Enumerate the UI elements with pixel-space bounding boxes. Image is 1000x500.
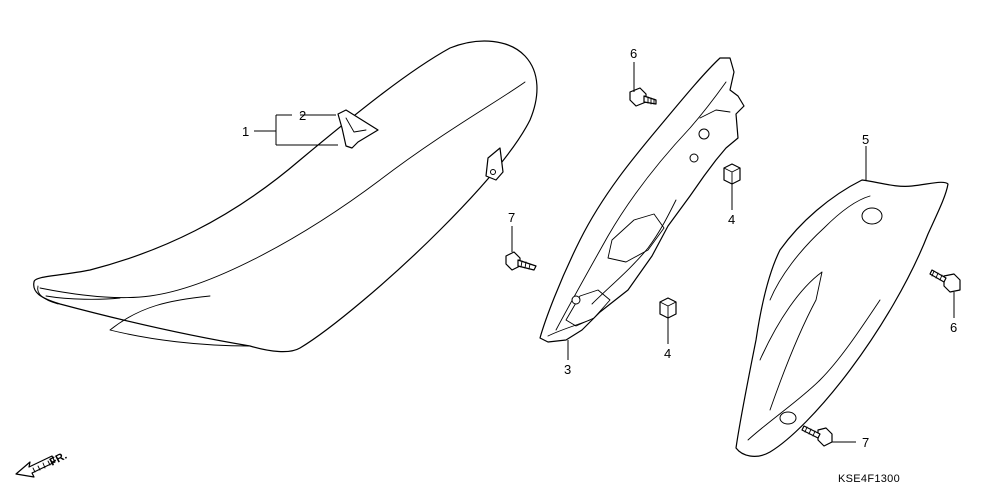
callout-1: 1 — [242, 124, 249, 139]
frame-cover-ridge — [555, 81, 727, 331]
callout-5: 5 — [862, 132, 869, 147]
frame-cover — [539, 57, 745, 343]
front-arrow-icon — [15, 455, 56, 478]
front-direction-indicator: FR. — [15, 450, 69, 478]
seat-assembly — [33, 40, 538, 353]
diagram-code: KSE4F1300 — [838, 473, 900, 485]
strap-inner — [345, 117, 367, 133]
callout-2: 2 — [299, 108, 306, 123]
callout-7-upper: 7 — [508, 210, 515, 225]
frame-cover-inner-1 — [591, 199, 677, 305]
frame-cover-hole-low — [571, 295, 581, 305]
frame-cover-inner-3 — [565, 289, 611, 327]
side-cover — [735, 179, 949, 457]
nut-upper — [723, 163, 741, 185]
side-cover-rib-1 — [769, 195, 871, 301]
seat-nose — [37, 285, 121, 305]
seat-side-edge — [39, 81, 526, 299]
seat-bracket-hole — [490, 169, 496, 175]
seat-outline — [33, 40, 538, 353]
seat-strap — [337, 109, 379, 149]
bolt-7-lower — [801, 425, 833, 447]
leader-lines — [254, 62, 955, 443]
side-cover-rib-3 — [747, 299, 881, 441]
side-cover-outline — [735, 179, 949, 457]
callout-6-lower: 6 — [950, 320, 957, 335]
frame-cover-hole-mid — [689, 153, 699, 163]
bolt-7-upper — [505, 251, 537, 271]
seat-side-curve — [109, 295, 251, 347]
frame-cover-outline — [539, 57, 745, 343]
strap-loop — [337, 109, 379, 149]
bolt-6-lower — [929, 269, 961, 293]
callout-4-upper: 4 — [728, 212, 735, 227]
bolt-6-upper — [629, 87, 657, 107]
side-cover-hole-top — [861, 207, 883, 225]
side-cover-rib-2 — [759, 271, 823, 411]
frame-cover-hole-top — [698, 128, 710, 140]
callout-7-lower: 7 — [862, 435, 869, 450]
front-direction-label: FR. — [48, 450, 69, 469]
frame-cover-edge — [547, 109, 731, 337]
side-cover-hole-bottom — [779, 411, 797, 425]
callout-4-lower: 4 — [664, 346, 671, 361]
callout-3: 3 — [564, 362, 571, 377]
callout-6-upper: 6 — [630, 46, 637, 61]
frame-cover-inner-2 — [607, 213, 665, 263]
callouts: 1 2 3 4 4 5 6 6 7 7 — [242, 46, 957, 450]
nut-lower — [659, 297, 677, 319]
